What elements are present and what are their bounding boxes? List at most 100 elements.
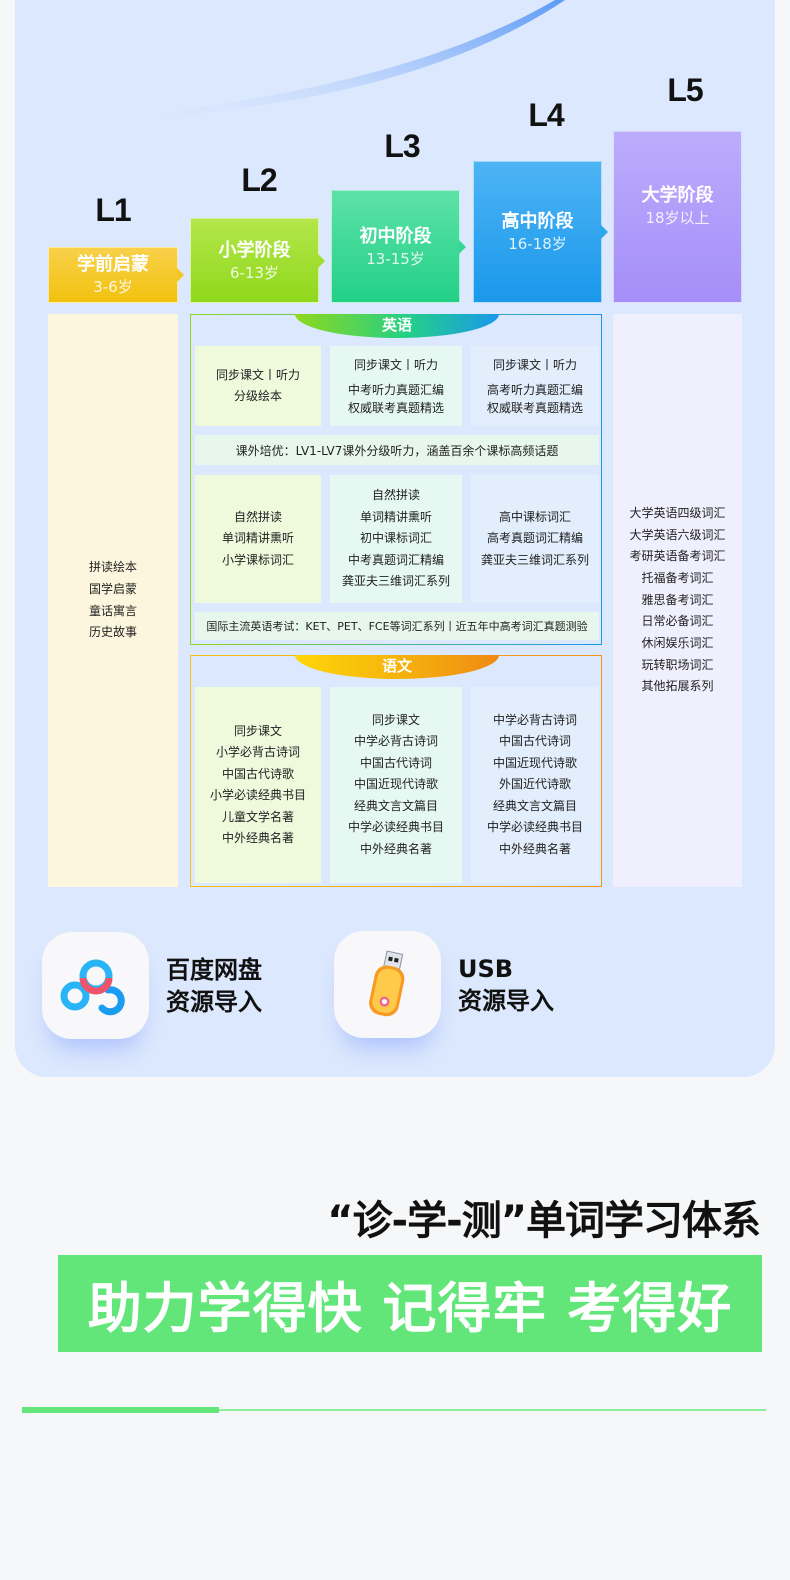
university-item: 日常必备词汇 [641,614,714,629]
stage-primary: 小学阶段 6-13岁 [190,218,325,303]
arrow-right-icon [318,253,325,268]
divider-track [22,1409,766,1411]
university-item: 休闲娱乐词汇 [641,636,714,651]
cell-line: 同步课文丨听力 [353,358,438,373]
cell-line: 中学必背古诗词 [353,734,438,749]
cell-line: 单词精讲熏听 [359,509,432,524]
stage-age: 18岁以上 [645,209,710,227]
english-primary-cell: 同步课文丨听力 分级绘本 [195,346,321,426]
level-label-l3: L3 [384,128,420,164]
cell-line: 经典文言文篇目 [492,798,577,813]
cell-line: 权威联考真题精选 [486,400,583,415]
system-title: “诊-学-测”单词学习体系 [327,1198,761,1244]
usb-import[interactable]: USB 资源导入 [334,931,554,1038]
cell-line: 高考真题词汇精编 [486,531,583,546]
cell-line: 中外经典名著 [498,841,571,856]
university-item: 考研英语备考词汇 [629,549,726,564]
preschool-item: 国学启蒙 [88,581,137,596]
english-tab: 英语 [295,314,499,338]
cell-line: 单词精讲熏听 [221,531,294,546]
level-label-l5: L5 [667,72,703,108]
cell-line: 中学必读经典书目 [486,820,583,835]
university-item: 大学英语四级词汇 [629,505,726,520]
import-label: USB 资源导入 [458,953,554,1017]
cell-line: 中外经典名著 [221,831,294,845]
preschool-content: 拼读绘本 国学启蒙 童话寓言 历史故事 [48,314,178,887]
chinese-primary-cell: 同步课文 小学必背古诗词 中国古代诗歌 小学必读经典书目 儿童文学名著 中外经典… [195,687,321,883]
level-label-l2: L2 [241,162,277,198]
level-label-l1: L1 [95,192,131,228]
cell-line: 同步课文丨听力 [492,358,577,373]
usb-drive-icon [368,949,404,1016]
university-item: 其他拓展系列 [641,679,714,694]
cell-line: 外国近代诗歌 [498,777,571,792]
cell-line: 中国古代诗歌 [221,766,294,781]
cell-line: 自然拼读 [371,488,420,503]
cell-line: 同步课文丨听力 [215,367,300,382]
university-item: 托福备考词汇 [641,570,714,585]
english-senior-vocab-cell: 高中课标词汇 高考真题词汇精编 龚亚夫三维词汇系列 [471,475,599,603]
stage-age: 13-15岁 [366,249,425,268]
chinese-junior-cell: 同步课文 中学必背古诗词 中国古代诗词 中国近现代诗歌 经典文言文篇目 中学必读… [330,687,462,883]
stage-name: 大学阶段 [641,185,714,206]
stage-name: 学前启蒙 [77,254,149,275]
cell-line: 经典文言文篇目 [353,798,438,813]
cell-line: 权威联考真题精选 [347,400,444,415]
preschool-item: 拼读绘本 [88,560,137,575]
baidu-netdisk-icon [60,959,125,1015]
english-senior-cell: 同步课文丨听力 高考听力真题汇编 权威联考真题精选 [471,346,599,426]
level-label-l4: L4 [528,97,564,133]
preschool-item: 童话寓言 [88,603,137,618]
cell-line: 高考听力真题汇编 [486,382,583,397]
cell-line: 同步课文 [233,723,282,738]
cell-line: 自然拼读 [233,509,282,524]
cell-line: 初中课标词汇 [359,531,432,546]
stage-name: 初中阶段 [359,225,432,247]
cell-line: 中学必背古诗词 [492,712,577,727]
import-line1: USB [458,954,514,983]
english-exam-strip: 国际主流英语考试：KET、PET、FCE等词汇系列丨近五年中高考词汇真题测验 [195,612,599,640]
cell-line: 小学课标词汇 [221,552,294,567]
stage-senior-high: 高中阶段 16-18岁 [473,161,608,303]
english-extra-strip: 课外培优：LV1-LV7课外分级听力，涵盖百余个课标高频话题 [195,435,599,465]
stage-name: 高中阶段 [501,211,574,232]
stage-age: 3-6岁 [93,278,133,296]
stage-age: 16-18岁 [508,235,567,253]
cell-line: 中外经典名著 [359,841,432,856]
cell-line: 中考听力真题汇编 [347,382,444,397]
import-line2: 资源导入 [166,987,262,1016]
cell-line: 中国近现代诗歌 [353,777,438,792]
cell-line: 中国近现代诗歌 [492,755,577,770]
cell-line: 中学必读经典书目 [347,820,444,835]
headline-banner: 助力学得快 记得牢 考得好 [58,1255,762,1352]
university-item: 雅思备考词汇 [641,592,714,607]
university-content: 大学英语四级词汇 大学英语六级词汇 考研英语备考词汇 托福备考词汇 雅思备考词汇… [613,314,742,887]
english-primary-vocab-cell: 自然拼读 单词精讲熏听 小学课标词汇 [195,475,321,603]
import-line1: 百度网盘 [166,955,262,984]
cell-line: 分级绘本 [233,389,282,403]
arrow-right-icon [601,225,608,239]
cell-line: 中考真题词汇精编 [347,552,444,567]
import-label: 百度网盘 资源导入 [166,954,262,1018]
arrow-right-icon [459,239,466,254]
chinese-senior-cell: 中学必背古诗词 中国古代诗词 中国近现代诗歌 外国近代诗歌 经典文言文篇目 中学… [471,687,599,883]
cell-line: 儿童文学名著 [221,809,294,824]
cell-line: 中国古代诗词 [359,755,432,770]
cell-line: 小学必背古诗词 [215,745,300,759]
stage-name: 小学阶段 [218,239,291,261]
usb-tile[interactable] [334,931,441,1038]
university-item: 大学英语六级词汇 [629,527,726,542]
english-group: 英语 同步课文丨听力 分级绘本 同步课文丨听力 中考听力真题汇编 权威联考真题精… [190,314,602,645]
baidu-netdisk-tile[interactable] [42,932,149,1039]
stage-preschool: 学前启蒙 3-6岁 [48,247,184,303]
stage-junior-high: 初中阶段 13-15岁 [331,190,466,303]
preschool-item: 历史故事 [88,625,137,640]
baidu-netdisk-import[interactable]: 百度网盘 资源导入 [42,932,262,1039]
university-item: 玩转职场词汇 [641,657,714,672]
chinese-group: 语文 同步课文 小学必背古诗词 中国古代诗歌 小学必读经典书目 儿童文学名著 中… [190,655,602,887]
cell-line: 龚亚夫三维词汇系列 [480,552,589,567]
stage-age: 6-13岁 [229,263,280,282]
cell-line: 龚亚夫三维词汇系列 [341,574,450,589]
import-line2: 资源导入 [458,986,554,1015]
english-junior-cell: 同步课文丨听力 中考听力真题汇编 权威联考真题精选 [330,346,462,426]
